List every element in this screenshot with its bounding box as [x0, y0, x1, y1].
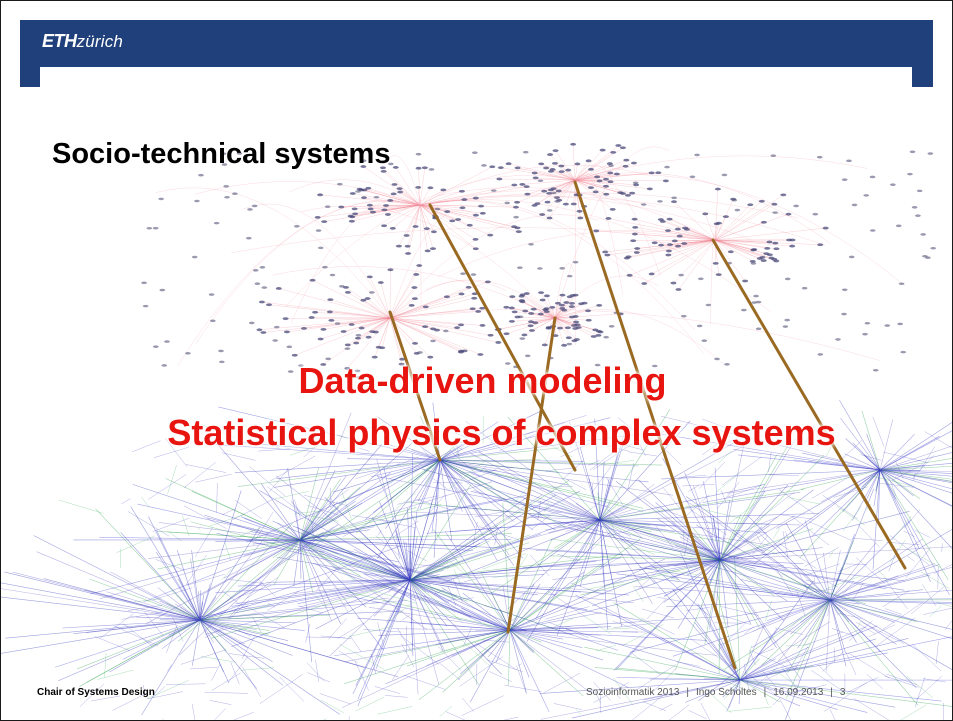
footer-info: Soziоinformatik 2013 | Ingo Scholtes | 16.09…	[586, 687, 845, 698]
overlay-line-2: Statistical physics of complex systems	[167, 412, 836, 453]
social-network-edges	[155, 144, 906, 369]
footer-page-number: 3	[839, 687, 846, 698]
footer-separator: |	[763, 687, 767, 698]
mapping-arrows	[388, 180, 907, 670]
footer-date: 16.09.2013	[773, 687, 824, 698]
logo-zurich: zürich	[76, 32, 124, 51]
overlay-line-1: Data-driven modeling	[298, 360, 667, 401]
header-bar	[20, 20, 933, 87]
footer-chair: Chair of Systems Design	[37, 687, 155, 698]
slide-title: Socio-technical systems	[52, 138, 391, 170]
logo-eth: ETH	[42, 31, 77, 51]
footer-course: Soziоinformatik 2013	[586, 687, 680, 698]
footer-separator: |	[830, 687, 833, 698]
footer-author: Ingo Scholtes	[696, 687, 757, 698]
social-network-nodes	[141, 142, 937, 379]
footer-separator: |	[686, 687, 689, 698]
technical-network	[0, 399, 953, 721]
eth-zurich-logo: ETHzürich	[42, 31, 123, 52]
